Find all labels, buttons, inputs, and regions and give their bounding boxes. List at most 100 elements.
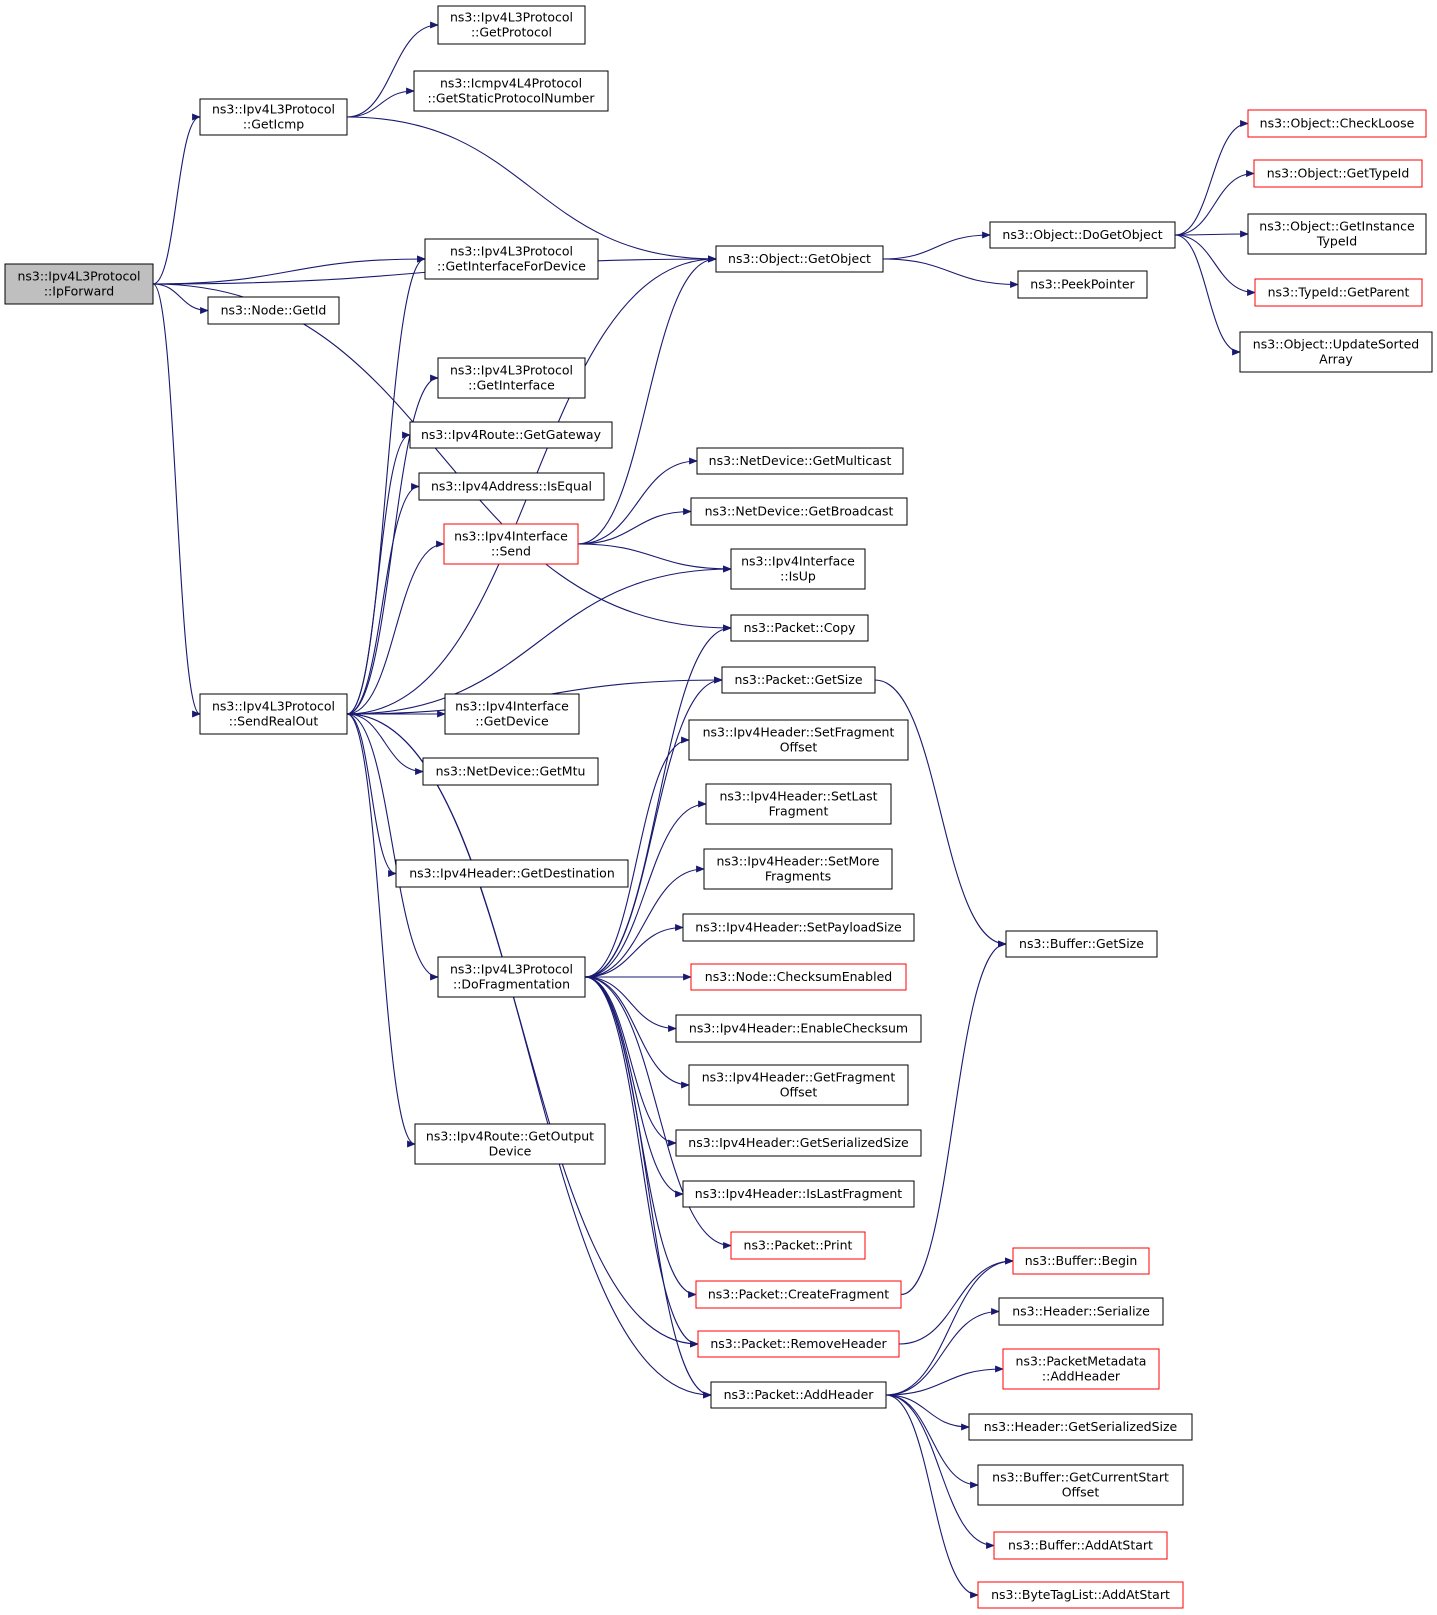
node-packetcopy[interactable]: ns3::Packet::Copy (730, 614, 869, 642)
node-label-getparent-0: ns3::TypeId::GetParent (1268, 285, 1410, 300)
node-dogetobject[interactable]: ns3::Object::DoGetObject (989, 221, 1176, 249)
node-buffergetsize[interactable]: ns3::Buffer::GetSize (1005, 930, 1158, 958)
node-label-headerserialize-0: ns3::Header::Serialize (1012, 1304, 1150, 1319)
node-getstaticprotocolnumber[interactable]: ns3::Icmpv4L4Protocol::GetStaticProtocol… (413, 70, 609, 112)
node-ipforward[interactable]: ns3::Ipv4L3Protocol::IpForward (4, 263, 154, 305)
node-ifsend[interactable]: ns3::Ipv4Interface::Send (443, 523, 579, 565)
node-label-checksumenabled-0: ns3::Node::ChecksumEnabled (705, 969, 892, 984)
node-checksumenabled[interactable]: ns3::Node::ChecksumEnabled (690, 963, 907, 991)
edge-addheader-to-pmaddheader (885, 1365, 1004, 1396)
node-getinterface[interactable]: ns3::Ipv4L3Protocol::GetInterface (437, 357, 586, 399)
edge-addheader-to-bufferaddatstart (885, 1394, 995, 1549)
node-peekpointer[interactable]: ns3::PeekPointer (1017, 270, 1148, 299)
node-dofragmentation[interactable]: ns3::Ipv4L3Protocol::DoFragmentation (437, 956, 586, 998)
node-box-headerserialize (998, 1297, 1164, 1326)
node-box-addheader (710, 1381, 887, 1409)
node-box-getinstancetypeid (1247, 213, 1427, 255)
node-packetprint[interactable]: ns3::Packet::Print (730, 1231, 866, 1260)
node-box-geticmp (199, 98, 348, 136)
node-label-islastfragment-0: ns3::Ipv4Header::IsLastFragment (695, 1186, 903, 1201)
edge-geticmp-to-getobject (346, 116, 717, 263)
node-sendrealout[interactable]: ns3::Ipv4L3Protocol::SendRealOut (199, 693, 348, 735)
edge-createfragment-to-buffergetsize (900, 940, 1007, 1296)
node-getparent[interactable]: ns3::TypeId::GetParent (1254, 278, 1423, 307)
edge-sendrealout-to-getoutputdevice (346, 713, 416, 1148)
node-label-bufferbegin-0: ns3::Buffer::Begin (1025, 1253, 1138, 1268)
edge-sendrealout-to-getmtu (346, 713, 424, 776)
edge-dogetobject-to-getparent (1174, 234, 1256, 297)
node-getgateway[interactable]: ns3::Ipv4Route::GetGateway (409, 421, 613, 449)
node-getserializedsize[interactable]: ns3::Ipv4Header::GetSerializedSize (675, 1129, 922, 1157)
node-islastfragment[interactable]: ns3::Ipv4Header::IsLastFragment (682, 1180, 915, 1208)
node-addheader[interactable]: ns3::Packet::AddHeader (710, 1381, 887, 1409)
edge-dofragmentation-to-getserializedsize (584, 976, 677, 1147)
edge-dofragmentation-to-addheader (584, 976, 712, 1399)
node-label-sendrealout-1: ::SendRealOut (229, 714, 319, 729)
edge-addheader-to-headergetserializedsize (885, 1394, 970, 1431)
node-label-pmaddheader-0: ns3::PacketMetadata (1016, 1354, 1147, 1369)
node-ifgetdevice[interactable]: ns3::Ipv4Interface::GetDevice (444, 693, 580, 735)
node-removeheader[interactable]: ns3::Packet::RemoveHeader (697, 1330, 900, 1358)
node-getinterfacefordevice[interactable]: ns3::Ipv4L3Protocol::GetInterfaceForDevi… (424, 238, 599, 280)
node-label-getoutputdevice-0: ns3::Ipv4Route::GetOutput (426, 1129, 594, 1144)
node-box-getserializedsize (675, 1129, 922, 1157)
node-box-packetcopy (730, 614, 869, 642)
node-box-dofragmentation (437, 956, 586, 998)
node-isequal[interactable]: ns3::Ipv4Address::IsEqual (418, 472, 605, 501)
node-setpayloadsize[interactable]: ns3::Ipv4Header::SetPayloadSize (682, 913, 915, 942)
node-label-headergetserializedsize-0: ns3::Header::GetSerializedSize (984, 1419, 1178, 1434)
node-checkloose[interactable]: ns3::Object::CheckLoose (1247, 109, 1427, 138)
node-label-getmulticast-0: ns3::NetDevice::GetMulticast (709, 453, 892, 468)
node-box-setfragmentoffset (688, 719, 909, 761)
node-box-bufferbegin (1012, 1247, 1150, 1275)
node-label-getinterfacefordevice-0: ns3::Ipv4L3Protocol (450, 244, 573, 259)
node-bufferaddatstart[interactable]: ns3::Buffer::AddAtStart (993, 1531, 1168, 1560)
node-getdestination[interactable]: ns3::Ipv4Header::GetDestination (395, 859, 629, 888)
edge-geticmp-to-getstaticprotocolnumber (346, 87, 415, 118)
edge-sendrealout-to-getinterfacefordevice (346, 255, 426, 715)
node-box-nodegetid (207, 296, 340, 325)
edge-packetgetsize-to-buffergetsize (874, 679, 1007, 948)
node-getmulticast[interactable]: ns3::NetDevice::GetMulticast (696, 447, 904, 475)
node-box-sendrealout (199, 693, 348, 735)
node-label-bytetaglistaddatstart-0: ns3::ByteTagList::AddAtStart (991, 1587, 1170, 1602)
node-gettypeid[interactable]: ns3::Object::GetTypeId (1253, 159, 1423, 188)
node-label-setfragmentoffset-1: Offset (780, 740, 818, 755)
edge-ipforward-to-getinterfacefordevice (152, 255, 426, 285)
node-getbroadcast[interactable]: ns3::NetDevice::GetBroadcast (690, 497, 908, 526)
node-label-ifsend-0: ns3::Ipv4Interface (454, 529, 568, 544)
node-geticmp[interactable]: ns3::Ipv4L3Protocol::GetIcmp (199, 98, 348, 136)
node-label-setfragmentoffset-0: ns3::Ipv4Header::SetFragment (703, 725, 895, 740)
node-headergetserializedsize[interactable]: ns3::Header::GetSerializedSize (968, 1413, 1193, 1441)
node-enablechecksum[interactable]: ns3::Ipv4Header::EnableChecksum (675, 1014, 922, 1043)
node-label-peekpointer-0: ns3::PeekPointer (1030, 277, 1135, 292)
node-label-getobject-0: ns3::Object::GetObject (728, 251, 871, 266)
edge-addheader-to-getcurrentstartoffset (885, 1394, 979, 1489)
node-createfragment[interactable]: ns3::Packet::CreateFragment (695, 1280, 902, 1309)
node-label-ipforward-1: ::IpForward (44, 284, 114, 299)
node-box-getoutputdevice (414, 1123, 606, 1165)
node-label-getstaticprotocolnumber-0: ns3::Icmpv4L4Protocol (440, 76, 582, 91)
node-label-getfragmentoffset-0: ns3::Ipv4Header::GetFragment (702, 1070, 896, 1085)
node-label-setlastfragment-0: ns3::Ipv4Header::SetLast (719, 789, 877, 804)
node-getobject[interactable]: ns3::Object::GetObject (715, 245, 884, 273)
node-bufferbegin[interactable]: ns3::Buffer::Begin (1012, 1247, 1150, 1275)
node-packetgetsize[interactable]: ns3::Packet::GetSize (721, 666, 876, 694)
node-nodegetid[interactable]: ns3::Node::GetId (207, 296, 340, 325)
node-bytetaglistaddatstart[interactable]: ns3::ByteTagList::AddAtStart (977, 1581, 1184, 1609)
node-headerserialize[interactable]: ns3::Header::Serialize (998, 1297, 1164, 1326)
node-getprotocol[interactable]: ns3::Ipv4L3Protocol::GetProtocol (437, 5, 586, 45)
node-getmtu[interactable]: ns3::NetDevice::GetMtu (422, 757, 599, 786)
node-pmaddheader[interactable]: ns3::PacketMetadata::AddHeader (1002, 1348, 1160, 1390)
edge-getobject-to-peekpointer (882, 258, 1019, 289)
edge-dogetobject-to-checkloose (1174, 120, 1249, 236)
node-isup[interactable]: ns3::Ipv4Interface::IsUp (730, 548, 866, 590)
